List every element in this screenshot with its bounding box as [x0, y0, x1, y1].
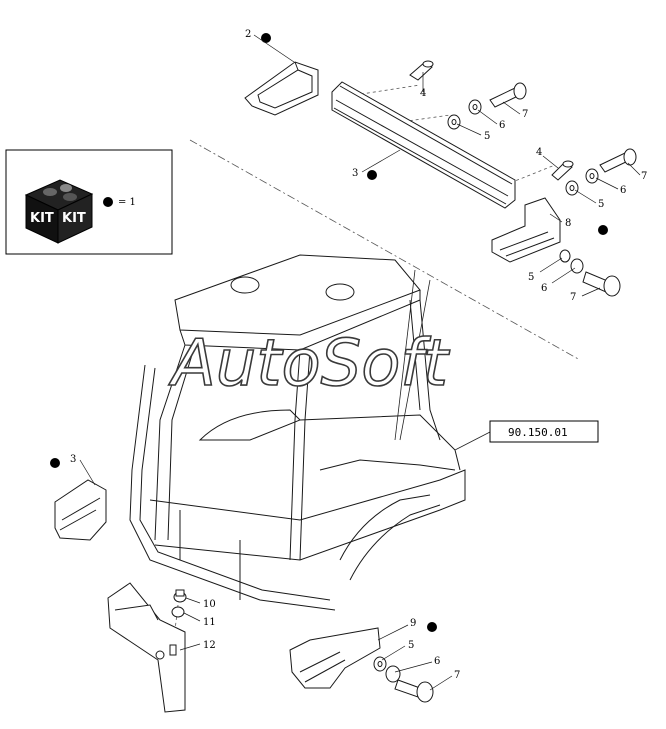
watermark-text: AutoSoft	[168, 327, 451, 401]
kit-legend: KIT KIT = 1	[5, 149, 173, 255]
bracket-part-3-left	[54, 479, 107, 541]
kit-dot-part-3-left	[50, 458, 60, 468]
callout-part-7-mid: 7	[641, 171, 647, 182]
callout-part-3-rail: 3	[352, 168, 358, 179]
kit-box-icon: KIT KIT	[24, 179, 94, 244]
callout-part-5-right: 5	[528, 272, 534, 283]
fasteners-lower	[373, 656, 434, 703]
kit-dot-part-2	[261, 33, 271, 43]
callout-part-7-top: 7	[522, 109, 528, 120]
kit-label-right: KIT	[62, 211, 86, 226]
callout-part-4-top: 4	[420, 88, 426, 99]
callout-part-6-mid: 6	[620, 185, 626, 196]
callout-part-9: 9	[410, 618, 416, 629]
callout-part-2: 2	[245, 29, 251, 40]
kit-dot-part-9	[427, 622, 437, 632]
callout-labels: 2 4 7 5 6 3 4 7 6 5 8 5 6 7 3 10 11 12 9…	[70, 29, 647, 681]
callout-part-11: 11	[203, 617, 216, 628]
callout-part-6-top: 6	[499, 120, 505, 131]
bracket-part-8	[491, 197, 561, 263]
reference-text: 90.150.01	[508, 426, 568, 439]
callout-part-6-bottom: 6	[434, 656, 440, 667]
kit-equals-label: = 1	[118, 197, 136, 208]
bracket-part-9	[289, 627, 381, 689]
kit-dot-part-8	[598, 225, 608, 235]
callout-part-10: 10	[203, 599, 216, 610]
callout-leaders	[79, 34, 641, 691]
callout-part-7-bottom: 7	[454, 670, 460, 681]
callout-part-6-right: 6	[541, 283, 547, 294]
kit-label-left: KIT	[30, 211, 54, 226]
callout-part-5-bottom: 5	[408, 640, 414, 651]
bracket-part-2	[244, 61, 319, 116]
callout-part-5-top: 5	[484, 131, 490, 142]
rail-part-3	[331, 81, 516, 209]
callout-part-3-left: 3	[70, 454, 76, 465]
callout-part-12: 12	[203, 640, 216, 651]
kit-dot-part-3	[367, 170, 377, 180]
callout-part-8: 8	[565, 218, 571, 229]
callout-part-4-mid: 4	[536, 147, 542, 158]
reference-box: 90.150.01	[489, 420, 599, 443]
plate-part-12	[107, 582, 186, 713]
callout-part-7-right: 7	[570, 292, 576, 303]
kit-marker-dot	[103, 197, 113, 207]
cab-body	[129, 254, 466, 611]
fasteners-part-10-11	[171, 589, 187, 618]
fasteners-upper	[409, 60, 637, 297]
callout-part-5-mid: 5	[598, 199, 604, 210]
kit-marker-dots	[50, 33, 608, 632]
leader-lines	[174, 84, 581, 631]
